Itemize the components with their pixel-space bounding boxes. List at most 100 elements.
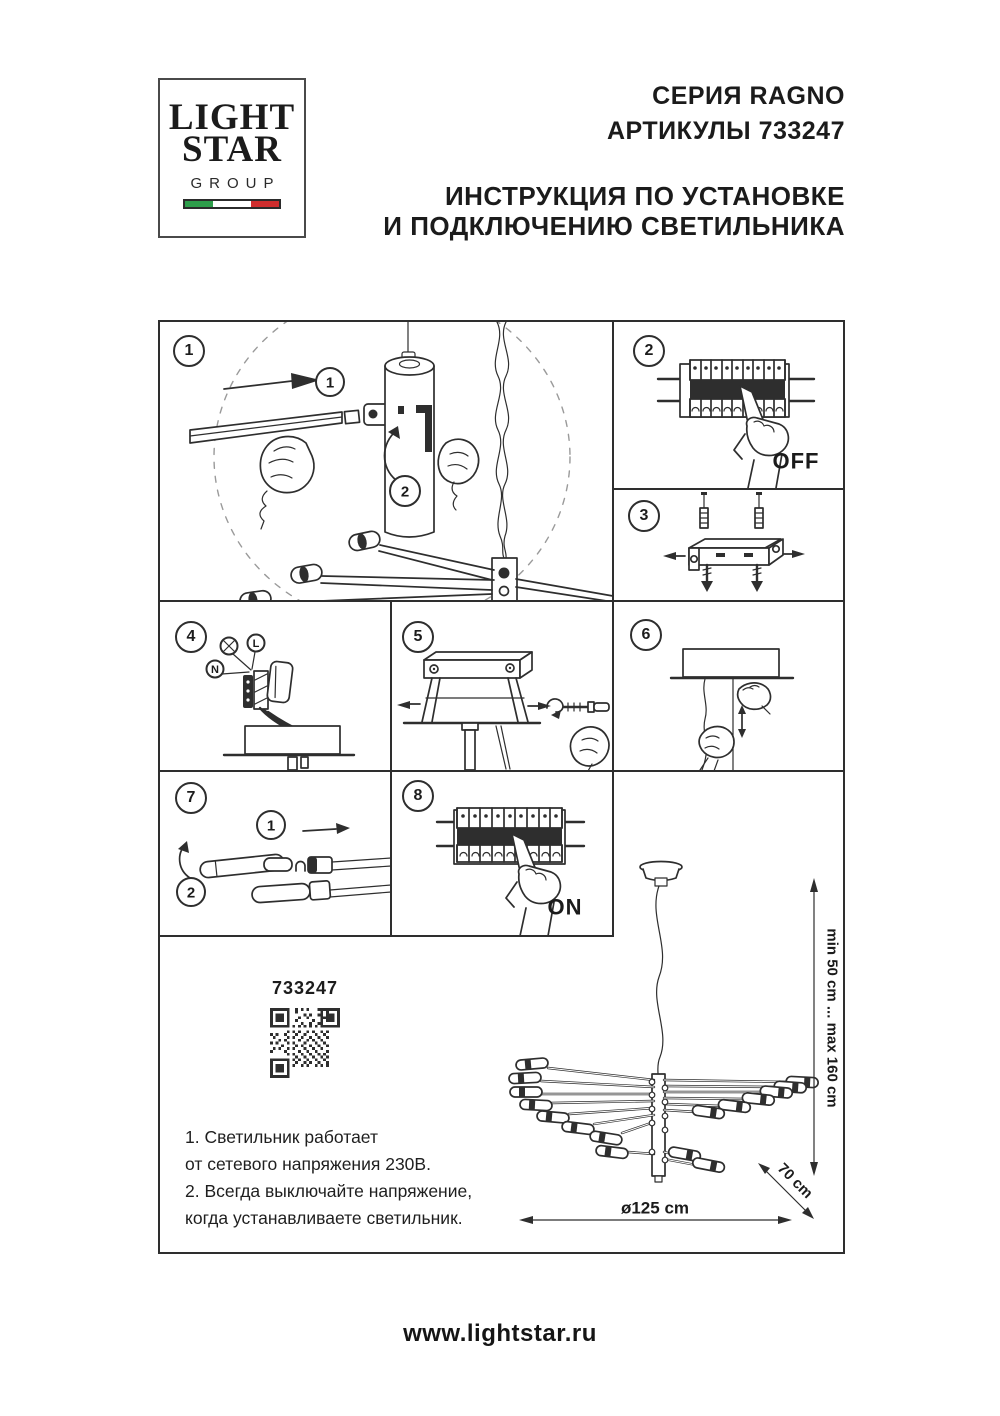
step-1-badge: 1	[315, 367, 345, 397]
depth-dimension: 70 cm	[758, 1160, 816, 1219]
panel5-canopy-fixing-drawing	[397, 651, 610, 772]
right-hand-icon	[437, 438, 480, 511]
slide-arrow	[302, 823, 350, 834]
svg-text:1: 1	[267, 818, 275, 835]
panel2-number: 2	[633, 335, 665, 367]
ceiling-box	[669, 648, 795, 680]
mounting-bar	[423, 651, 533, 679]
pressing-hand-icon	[733, 385, 790, 489]
safety-notes: 1. Светильник работает от сетевого напря…	[185, 1124, 472, 1232]
svg-text:2: 2	[187, 885, 195, 902]
screws-downward	[701, 563, 763, 592]
canopy-body	[402, 677, 542, 771]
arm-lamp-tips	[508, 1057, 819, 1174]
qr-code	[270, 1008, 340, 1078]
grid-divider-right-column	[612, 488, 843, 490]
lightstar-logo: LIGHT STAR GROUP	[158, 78, 306, 238]
logo-word-light: LIGHT	[168, 97, 296, 138]
panel5-number: 5	[402, 621, 434, 653]
lower-hand-icon	[698, 725, 735, 772]
wall-anchor-right	[754, 492, 764, 529]
side-screw-arrows	[397, 701, 551, 710]
step-2-badge: 2	[176, 877, 206, 907]
svg-text:2: 2	[401, 484, 409, 501]
svg-text:1: 1	[326, 375, 334, 392]
upper-hand-icon	[736, 682, 772, 715]
panel4-number: 4	[175, 621, 207, 653]
insert-arrow	[223, 373, 320, 390]
grid-divider-vertical-left	[390, 600, 392, 937]
pressing-hand-icon	[505, 833, 562, 937]
wall-anchor-left	[699, 492, 709, 529]
panel6-height-adjust-drawing	[669, 648, 795, 772]
terminal-leads	[221, 651, 256, 675]
step-2-badge: 2	[389, 475, 421, 507]
lamp-tube-lower	[251, 880, 392, 904]
step-1-badge: 1	[256, 810, 286, 840]
note-line-2: от сетевого напряжения 230В.	[185, 1154, 431, 1174]
connector-parts	[263, 856, 392, 874]
panel3-bracket-drawing	[663, 492, 805, 592]
left-hand-icon	[259, 435, 315, 530]
panel7-number: 7	[175, 782, 207, 814]
article-title: АРТИКУЛЫ 733247	[606, 117, 845, 145]
instruction-title: ИНСТРУКЦИЯ ПО УСТАНОВКЕ И ПОДКЛЮЧЕНИЮ СВ…	[383, 181, 845, 241]
panel8-power-on-drawing: ON	[435, 807, 586, 937]
instruction-grid: 1	[158, 320, 845, 1254]
hand-icon	[569, 726, 610, 772]
article-number: 733247	[271, 978, 339, 998]
up-down-arrow	[738, 705, 746, 738]
note-line-1: 1. Светильник работает	[185, 1127, 378, 1147]
hub-knobs	[648, 1078, 669, 1164]
series-article-header: СЕРИЯ RAGNO АРТИКУЛЫ 733247	[607, 79, 845, 149]
note-line-4: когда устанавливаете светильник.	[185, 1208, 463, 1228]
panel3-number: 3	[628, 500, 660, 532]
height-dimension: min 50 cm ... max 160 cm	[810, 878, 841, 1176]
instruction-line-1: ИНСТРУКЦИЯ ПО УСТАНОВКЕ	[444, 181, 845, 211]
earth-symbol	[219, 636, 239, 656]
logo-word-star: STAR	[182, 129, 282, 170]
lamp-arm-tube	[189, 403, 399, 444]
panel2-power-off-drawing: OFF	[656, 359, 820, 489]
breaker-panel	[656, 359, 816, 418]
note-line-3: 2. Всегда выключайте напряжение,	[185, 1181, 473, 1201]
on-label: ON	[548, 895, 583, 920]
flag-red-stripe	[250, 201, 279, 207]
depth-dimension-label: 70 cm	[774, 1160, 816, 1202]
ceiling-canopy	[222, 725, 356, 771]
twist-arrow	[178, 841, 191, 879]
panel1-attach-arm-drawing: 1	[189, 322, 614, 602]
panel4-wiring-drawing: N L	[205, 633, 356, 771]
off-label: OFF	[773, 449, 820, 474]
terminal-l-label: L	[246, 633, 266, 653]
svg-text:N: N	[211, 664, 219, 676]
svg-text:L: L	[253, 638, 260, 650]
rotation-guide-arc	[213, 322, 571, 602]
breaker-toggle-row	[457, 828, 562, 845]
panel8-number: 8	[402, 780, 434, 812]
screw-and-driver	[546, 698, 610, 719]
terminal-n-label: N	[205, 659, 225, 679]
mounting-bracket	[688, 538, 784, 571]
flag-green-stripe	[185, 201, 214, 207]
breaker-panel	[435, 807, 586, 865]
twisted-cable	[494, 322, 510, 559]
diameter-dimension-label: ø125 cm	[621, 1199, 689, 1218]
chandelier-dimensions-drawing: min 50 cm ... max 160 cm 70 cm ø125 cm	[508, 860, 841, 1224]
logo-word-group: GROUP	[190, 175, 281, 192]
grid-divider-row3	[160, 935, 614, 937]
website-url: www.lightstar.ru	[403, 1320, 597, 1347]
panel7-lamp-assembly-drawing: 1 2	[176, 810, 392, 907]
breaker-toggle-row	[690, 380, 785, 399]
grid-divider-row2	[160, 770, 843, 772]
flag-white-stripe	[213, 201, 251, 207]
side-arrows	[663, 550, 805, 560]
panel6-number: 6	[630, 619, 662, 651]
height-dimension-label: min 50 cm ... max 160 cm	[824, 928, 841, 1107]
diameter-dimension: ø125 cm	[519, 1199, 792, 1224]
grid-divider-row1	[160, 600, 843, 602]
series-title: СЕРИЯ RAGNO	[652, 82, 845, 110]
rotate-arrow	[383, 426, 400, 481]
italian-flag-icon	[183, 199, 281, 209]
